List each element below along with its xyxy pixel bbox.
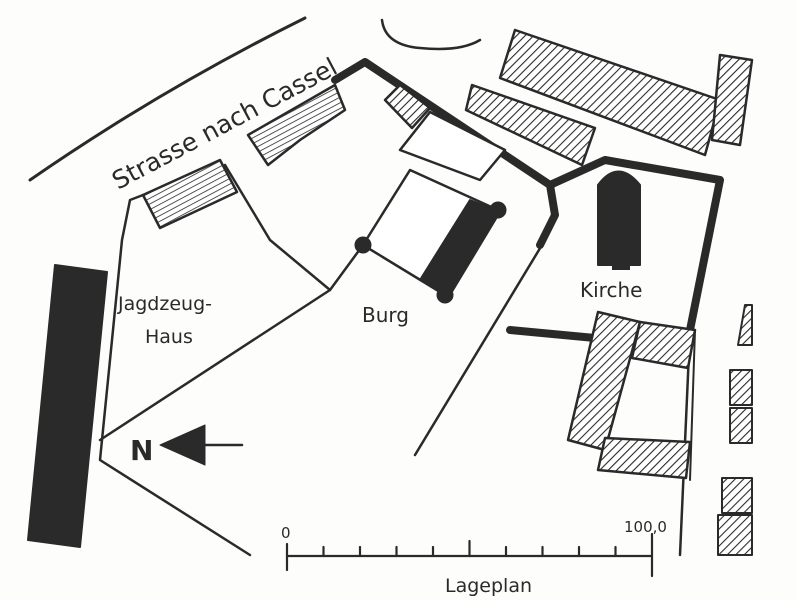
scale-bar	[285, 532, 654, 578]
north-label: N	[130, 434, 153, 467]
boundary-line	[413, 238, 547, 457]
hatched-building	[383, 83, 432, 130]
church-building	[597, 170, 641, 266]
castle-tower	[489, 201, 507, 219]
church-apse	[612, 255, 630, 270]
scale-title: Lageplan	[445, 575, 532, 597]
hatched-building	[498, 28, 722, 157]
hunting-house-label: Haus	[145, 326, 193, 348]
hatched-building	[737, 304, 753, 346]
hunting-house-label: Jagdzeug-	[117, 293, 212, 315]
long-dark-building	[27, 264, 108, 548]
boundary-line	[223, 163, 332, 292]
hatched-building	[630, 320, 697, 370]
scale-end-label: 100,0	[624, 518, 667, 536]
wall	[506, 326, 599, 342]
road-edge	[28, 16, 307, 182]
castle-label: Burg	[362, 303, 409, 327]
wall	[546, 156, 724, 334]
hatched-building	[729, 369, 753, 406]
castle-tower	[354, 236, 372, 254]
boundary-line	[689, 329, 696, 481]
hatched-building	[141, 158, 239, 230]
hatched-building	[596, 436, 692, 480]
castle-wing	[398, 110, 507, 182]
hatched-building	[710, 53, 754, 147]
church-label: Kirche	[580, 278, 642, 302]
top-curve	[380, 18, 482, 51]
hatched-building	[464, 83, 597, 167]
hatched-building	[246, 83, 347, 167]
north-arrow-icon	[159, 424, 206, 466]
boundary-line	[98, 193, 252, 557]
hatched-building	[721, 477, 753, 514]
hatched-building	[717, 514, 753, 556]
castle-tower	[436, 286, 454, 304]
hatched-building	[729, 407, 753, 444]
scale-start-label: 0	[281, 524, 291, 542]
boundary-line	[98, 243, 365, 442]
